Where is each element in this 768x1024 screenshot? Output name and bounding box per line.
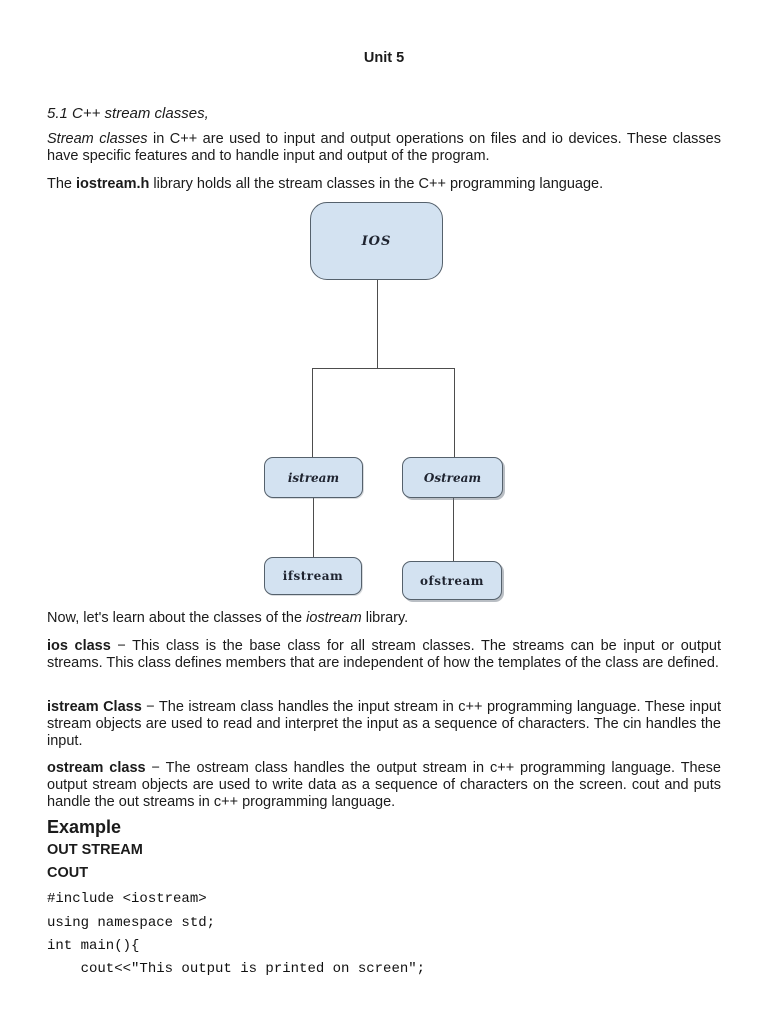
paragraph-text: library holds all the stream classes in … — [149, 176, 604, 192]
connector-line-ios-down — [377, 280, 378, 368]
out-stream-subheading: OUT STREAM — [47, 842, 143, 858]
paragraph-stream-classes: Stream classes in C++ are used to input … — [47, 131, 721, 165]
connector-line-branch — [312, 368, 455, 369]
paragraph-text: − This class is the base class for all s… — [47, 638, 722, 672]
paragraph-bold-term: ios class — [47, 638, 111, 654]
connector-line-to-ifstream — [313, 498, 314, 557]
code-line-cout: cout<<"This output is printed on screen"… — [47, 961, 426, 977]
paragraph-text: in C++ are used to input and output oper… — [47, 131, 721, 165]
paragraph-lead-italic: Stream classes — [47, 131, 148, 147]
diagram-node-ostream: Ostream — [402, 457, 503, 498]
node-label: ifstream — [282, 569, 344, 583]
paragraph-text: − The ostream class handles the output s… — [47, 760, 721, 811]
diagram-node-ios: IOS — [310, 202, 443, 280]
paragraph-text: library. — [361, 610, 409, 626]
page-title: Unit 5 — [363, 50, 405, 66]
example-heading: Example — [47, 817, 122, 837]
paragraph-now-learn: Now, let's learn about the classes of th… — [47, 610, 721, 627]
paragraph-ostream-class: ostream class − The ostream class handle… — [47, 760, 721, 812]
paragraph-italic-term: iostream — [306, 610, 362, 626]
code-line-main: int main(){ — [47, 938, 140, 954]
node-label: istream — [287, 470, 340, 485]
connector-line-to-istream — [312, 368, 313, 457]
paragraph-text: The — [47, 176, 77, 192]
connector-line-to-ofstream — [453, 498, 454, 561]
diagram-node-ofstream: ofstream — [402, 561, 502, 600]
paragraph-bold-term: iostream.h — [76, 176, 150, 192]
paragraph-text: − The istream class handles the input st… — [47, 699, 721, 750]
section-heading: 5.1 C++ stream classes, — [47, 105, 209, 122]
code-line-namespace: using namespace std; — [47, 915, 216, 931]
paragraph-text: Now, let's learn about the classes of th… — [47, 610, 307, 626]
connector-line-to-ostream — [454, 368, 455, 457]
code-line-include: #include <iostream> — [47, 891, 207, 907]
node-label: IOS — [361, 233, 392, 249]
diagram-node-istream: istream — [264, 457, 363, 498]
paragraph-iostream-library: The iostream.h library holds all the str… — [47, 176, 721, 193]
paragraph-bold-term: ostream class — [47, 760, 146, 776]
node-label: ofstream — [420, 573, 484, 588]
paragraph-istream-class: istream Class − The istream class handle… — [47, 699, 721, 751]
cout-subheading: COUT — [47, 865, 89, 881]
diagram-node-ifstream: ifstream — [264, 557, 362, 595]
node-label: Ostream — [423, 470, 482, 485]
paragraph-ios-class: ios class − This class is the base class… — [47, 638, 721, 672]
paragraph-bold-term: istream Class — [47, 699, 142, 715]
